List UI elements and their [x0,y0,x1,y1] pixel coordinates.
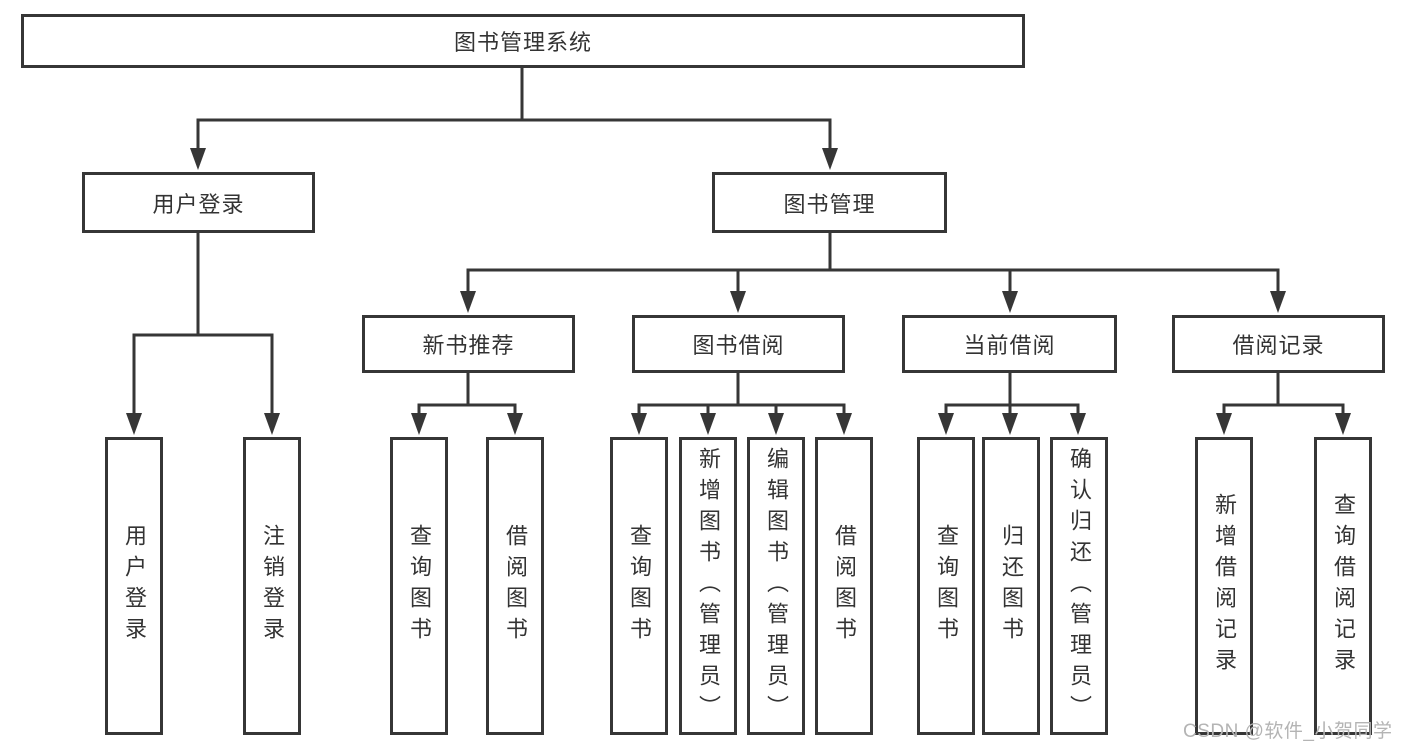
node-current-borrowing: 当前借阅 [902,315,1117,373]
leaf-return-books: 归还图书 [982,437,1040,735]
arrowheads [126,148,1351,435]
leaf-query-books-current: 查询图书 [917,437,975,735]
leaf-query-books-borrowing: 查询图书 [610,437,668,735]
leaf-confirm-return-admin: 确认归还（管理员） [1050,437,1108,735]
leaf-query-borrow-record: 查询借阅记录 [1314,437,1372,735]
leaf-borrow-books-recommend: 借阅图书 [486,437,544,735]
leaf-add-borrow-record: 新增借阅记录 [1195,437,1253,735]
leaf-borrow-books-borrowing: 借阅图书 [815,437,873,735]
leaf-edit-books-admin: 编辑图书（管理员） [747,437,805,735]
node-book-management: 图书管理 [712,172,947,233]
node-root-system: 图书管理系统 [21,14,1025,68]
node-user-login: 用户登录 [82,172,315,233]
node-new-book-recommendation: 新书推荐 [362,315,575,373]
csdn-watermark: CSDN @软件_小贺同学 [1183,721,1393,742]
leaf-add-books-admin: 新增图书（管理员） [679,437,737,735]
node-book-borrowing: 图书借阅 [632,315,845,373]
leaf-user-login: 用户登录 [105,437,163,735]
node-borrowing-records: 借阅记录 [1172,315,1385,373]
leaf-logout: 注销登录 [243,437,301,735]
leaf-query-books-recommend: 查询图书 [390,437,448,735]
